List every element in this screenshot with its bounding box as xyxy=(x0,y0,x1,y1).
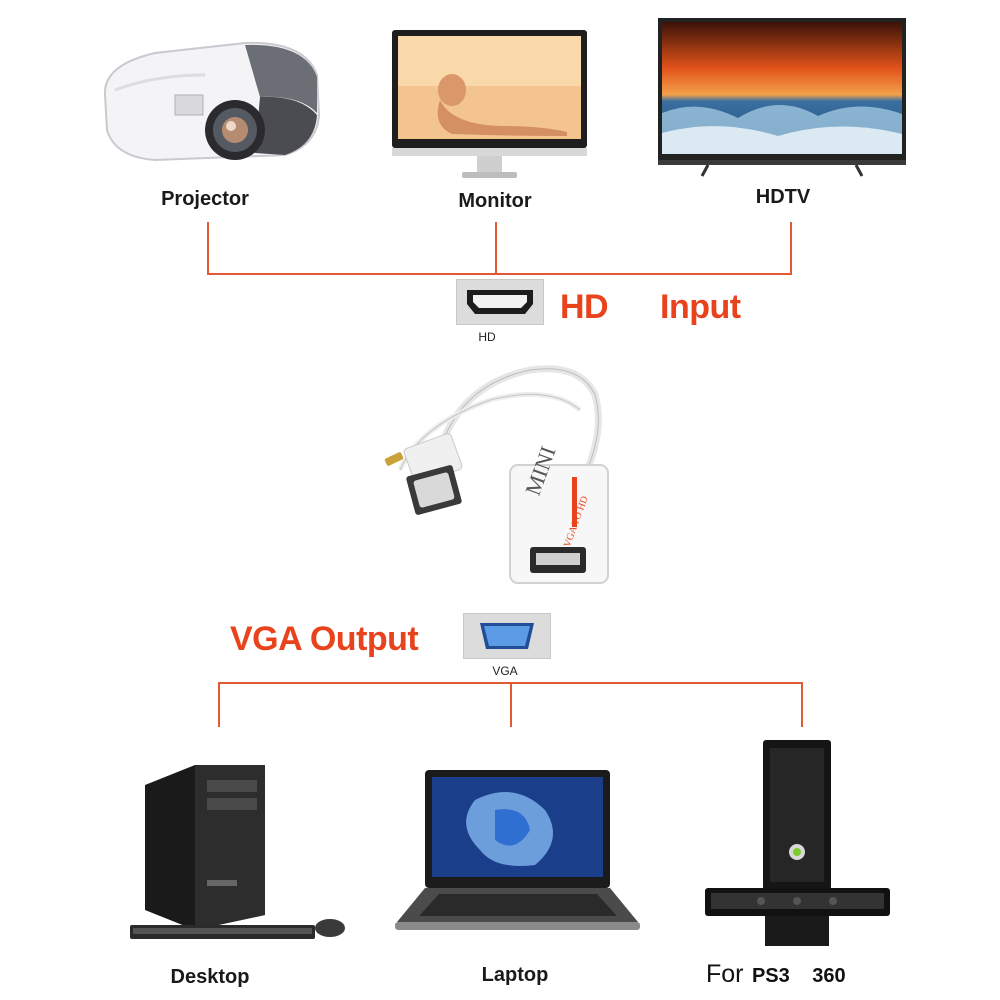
console-label-360: 360 xyxy=(812,965,846,987)
console-label-for: For xyxy=(706,960,744,988)
hd-title: HD xyxy=(560,288,609,326)
vga-port-label: VGA xyxy=(492,664,518,678)
wire-console-drop xyxy=(801,682,803,727)
vga-port xyxy=(463,613,551,659)
desktop-icon xyxy=(130,765,345,939)
desktop-label: Desktop xyxy=(170,966,250,988)
laptop-label: Laptop xyxy=(481,964,549,986)
vga-port-icon xyxy=(480,623,534,649)
wire-input-bus xyxy=(207,273,792,275)
monitor-icon xyxy=(392,30,587,178)
hd-port-label: HD xyxy=(478,330,496,344)
console-icon xyxy=(705,740,890,946)
console-label-ps3: PS3 xyxy=(751,965,790,987)
laptop-icon xyxy=(395,770,640,930)
input-title: Input xyxy=(660,288,741,326)
hdtv-icon xyxy=(658,18,906,177)
vga-output-title: VGA Output xyxy=(230,620,419,658)
hdtv-label: HDTV xyxy=(755,186,811,208)
wire-monitor-drop xyxy=(495,222,497,274)
projector-label: Projector xyxy=(161,188,249,210)
hd-port xyxy=(456,279,544,325)
wire-projector-drop xyxy=(207,222,209,274)
wire-hdtv-drop xyxy=(790,222,792,274)
projector-icon xyxy=(103,41,321,162)
console-label: For PS3 360 xyxy=(706,960,846,989)
adapter-cable-icon xyxy=(384,365,602,515)
monitor-label: Monitor xyxy=(458,190,532,212)
adapter-body-icon xyxy=(509,464,609,584)
wire-laptop-drop xyxy=(510,682,512,727)
wire-desktop-drop xyxy=(218,682,220,727)
hdmi-port-icon xyxy=(467,290,533,314)
